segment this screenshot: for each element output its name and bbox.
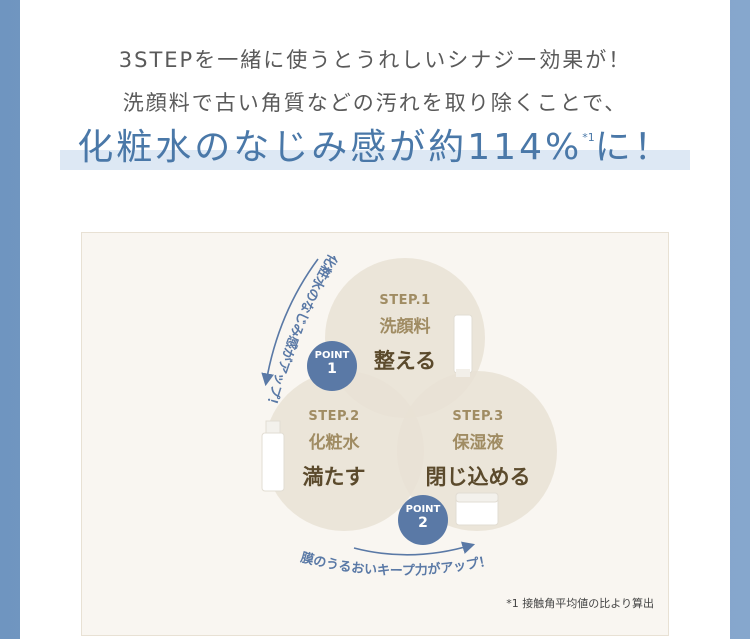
highlight-bar	[60, 150, 690, 170]
cream-jar-icon	[455, 492, 499, 526]
synergy-diagram-panel: 化粧水のなじみ感がアップ！ 膜のうるおいキープ力がアップ！	[81, 232, 669, 636]
point-1-number: 1	[327, 361, 337, 377]
headline-emphasis: 化粧水のなじみ感が約114%*1に！	[60, 118, 690, 170]
headline-emphasis-text: 化粧水のなじみ感が約114%*1に！	[77, 127, 672, 168]
step-3-number: STEP.3	[452, 409, 504, 424]
headline-emphasis-end: に！	[594, 127, 673, 168]
step-2-category: 化粧水	[308, 433, 360, 453]
venn-circles: 化粧水のなじみ感がアップ！ 膜のうるおいキープ力がアップ！	[261, 251, 557, 579]
footnote-marker: *1	[582, 131, 595, 144]
circle-step-2	[264, 371, 424, 531]
step-2-action: 満たす	[302, 465, 366, 489]
point-2-number: 2	[418, 515, 428, 531]
step-3-category: 保湿液	[452, 433, 504, 453]
headline-line-2: 洗顔料で古い角質などの汚れを取り除くことで、	[122, 91, 628, 115]
footnote: *1 接触角平均値の比より算出	[506, 597, 654, 610]
point-1-badge: POINT 1	[307, 341, 357, 391]
cleanser-tube-icon	[453, 314, 473, 377]
step-1-action: 整える	[373, 349, 437, 373]
lotion-bottle-icon	[261, 420, 285, 492]
left-arrow	[261, 258, 319, 387]
point-2-badge: POINT 2	[398, 495, 448, 545]
step-3-action: 閉じ込める	[425, 465, 531, 489]
content-sheet: 3STEPを一緒に使うとうれしいシナジー効果が！ 洗顔料で古い角質などの汚れを取…	[20, 0, 730, 639]
step-1: STEP.1 洗顔料 整える	[345, 293, 465, 375]
headline-line-1: 3STEPを一緒に使うとうれしいシナジー効果が！	[118, 48, 632, 72]
step-1-category: 洗顔料	[379, 317, 431, 337]
step-2: STEP.2 化粧水 満たす	[274, 409, 394, 491]
bottom-arrow	[353, 541, 476, 556]
step-3: STEP.3 保湿液 閉じ込める	[413, 409, 543, 491]
circle-step-3	[397, 371, 557, 531]
point-1-label: POINT	[314, 350, 350, 361]
step-2-number: STEP.2	[308, 409, 360, 424]
point-2-label: POINT	[405, 504, 441, 515]
step-1-number: STEP.1	[379, 293, 431, 308]
headline-emphasis-main: 化粧水のなじみ感が約114%	[77, 127, 583, 168]
